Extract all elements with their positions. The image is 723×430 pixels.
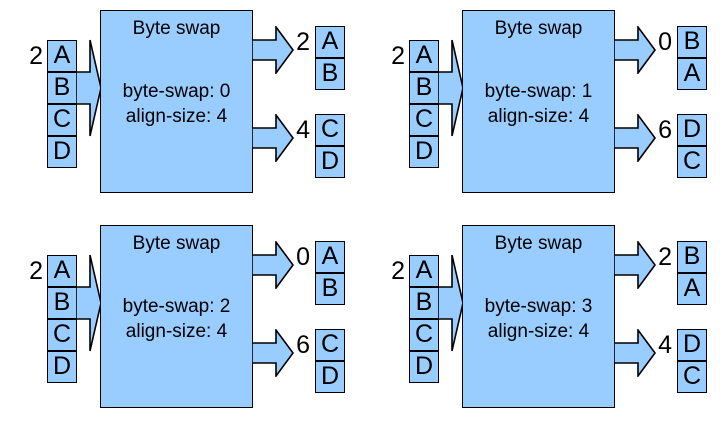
input-count-label: 2 (391, 257, 405, 285)
input-byte-cell: A (47, 255, 77, 287)
output-byte-cell: B (315, 58, 345, 90)
output-arrow-icon (614, 241, 656, 289)
output-byte-cell: C (677, 146, 707, 178)
param-byte-swap: byte-swap: 1 (484, 81, 593, 102)
input-byte-cell: D (47, 136, 77, 168)
input-count-label: 2 (29, 42, 43, 70)
input-byte-cell: A (409, 255, 439, 287)
output-byte-cell: B (677, 26, 707, 58)
output-arrow-icon (252, 114, 294, 162)
output-arrow-icon (252, 26, 294, 74)
byte-swap-panel-0: 2 A B C D Byte swap byte-swap: 0 align-s… (0, 0, 361, 215)
process-parameters: byte-swap: 0 align-size: 4 (101, 79, 252, 129)
input-byte-cell: D (409, 136, 439, 168)
output-arrow-icon (252, 241, 294, 289)
output-byte-cell: B (677, 241, 707, 273)
output-byte-cell: D (677, 329, 707, 361)
param-byte-swap: byte-swap: 3 (484, 296, 593, 317)
process-parameters: byte-swap: 3 align-size: 4 (463, 294, 614, 344)
process-box: Byte swap byte-swap: 1 align-size: 4 (462, 10, 615, 193)
process-title: Byte swap (132, 18, 221, 39)
output-byte-cell: D (315, 361, 345, 393)
output-byte-cell: A (677, 273, 707, 305)
input-arrow-icon (76, 39, 102, 137)
param-align-size: align-size: 4 (487, 106, 590, 127)
process-parameters: byte-swap: 2 align-size: 4 (101, 294, 252, 344)
process-box: Byte swap byte-swap: 0 align-size: 4 (100, 10, 253, 193)
output-byte-cell: B (315, 273, 345, 305)
output-count-label: 6 (658, 116, 672, 144)
output-count-label: 2 (296, 28, 310, 56)
input-count-label: 2 (391, 42, 405, 70)
output-byte-cell: A (315, 26, 345, 58)
input-byte-cell: B (47, 72, 77, 104)
input-arrow-icon (438, 254, 464, 352)
param-align-size: align-size: 4 (487, 321, 590, 342)
input-byte-cell: C (47, 319, 77, 351)
param-align-size: align-size: 4 (125, 321, 228, 342)
output-count-label: 0 (658, 28, 672, 56)
output-arrow-icon (614, 329, 656, 377)
process-box: Byte swap byte-swap: 2 align-size: 4 (100, 225, 253, 408)
output-count-label: 2 (658, 243, 672, 271)
output-byte-cell: A (677, 58, 707, 90)
param-byte-swap: byte-swap: 2 (122, 296, 231, 317)
output-byte-cell: D (315, 146, 345, 178)
output-byte-cell: C (315, 114, 345, 146)
input-byte-cell: C (47, 104, 77, 136)
output-arrow-icon (614, 114, 656, 162)
output-byte-cell: C (315, 329, 345, 361)
input-byte-cell: C (409, 319, 439, 351)
output-count-label: 4 (658, 331, 672, 359)
process-parameters: byte-swap: 1 align-size: 4 (463, 79, 614, 129)
process-title: Byte swap (494, 233, 583, 254)
input-byte-cell: B (47, 287, 77, 319)
input-byte-cell: B (409, 287, 439, 319)
output-count-label: 6 (296, 331, 310, 359)
process-box: Byte swap byte-swap: 3 align-size: 4 (462, 225, 615, 408)
output-byte-cell: C (677, 361, 707, 393)
byte-swap-panel-2: 2 A B C D Byte swap byte-swap: 2 align-s… (0, 215, 361, 430)
output-count-label: 4 (296, 116, 310, 144)
input-byte-cell: A (47, 40, 77, 72)
output-byte-cell: A (315, 241, 345, 273)
output-arrow-icon (614, 26, 656, 74)
byte-swap-panel-1: 2 A B C D Byte swap byte-swap: 1 align-s… (362, 0, 723, 215)
input-arrow-icon (76, 254, 102, 352)
output-arrow-icon (252, 329, 294, 377)
process-title: Byte swap (494, 18, 583, 39)
input-byte-cell: D (47, 351, 77, 383)
input-byte-cell: A (409, 40, 439, 72)
input-byte-cell: C (409, 104, 439, 136)
input-count-label: 2 (29, 257, 43, 285)
output-byte-cell: D (677, 114, 707, 146)
byte-swap-panel-3: 2 A B C D Byte swap byte-swap: 3 align-s… (362, 215, 723, 430)
input-byte-cell: B (409, 72, 439, 104)
input-arrow-icon (438, 39, 464, 137)
input-byte-cell: D (409, 351, 439, 383)
process-title: Byte swap (132, 233, 221, 254)
param-byte-swap: byte-swap: 0 (122, 81, 231, 102)
output-count-label: 0 (296, 243, 310, 271)
param-align-size: align-size: 4 (125, 106, 228, 127)
